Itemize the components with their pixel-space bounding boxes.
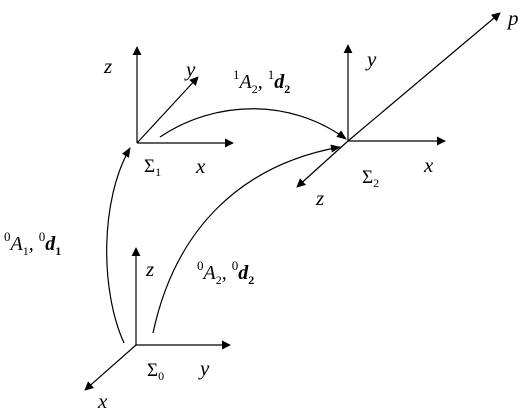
frame2-x-label: x — [423, 153, 434, 177]
frame0-axes — [84, 247, 231, 391]
transform-1-2-label: 1A2,1d2 — [233, 67, 290, 96]
frame2-z-label: z — [315, 186, 324, 210]
point-p-vector — [347, 12, 501, 142]
arc-frame0-to-frame1 — [106, 147, 131, 344]
frame0-z-label: z — [145, 257, 154, 281]
frame1-y-axis — [136, 76, 199, 144]
frame1-x-label: x — [195, 154, 206, 178]
arc-frame0-to-frame2 — [152, 144, 341, 334]
frame0-x-label: x — [97, 389, 108, 413]
point-p-label: p — [506, 6, 519, 30]
transform-0-1-label: 0A1,0d1 — [4, 229, 61, 258]
frame0-x-axis — [84, 344, 137, 391]
frame0-name: Σ0 — [147, 360, 164, 383]
frame0-y-label: y — [198, 356, 210, 380]
frame1-axes — [132, 46, 234, 148]
arc-frame1-to-frame2 — [159, 108, 347, 140]
frame1-z-label: z — [103, 54, 112, 78]
frame2-name: Σ2 — [362, 167, 379, 190]
frame2-z-axis — [296, 140, 349, 188]
frame2-y-label: y — [365, 47, 377, 71]
frame1-name: Σ1 — [144, 156, 161, 179]
frame1-y-label: y — [184, 57, 196, 81]
transform-0-2-label: 0A2,0d2 — [197, 258, 254, 287]
